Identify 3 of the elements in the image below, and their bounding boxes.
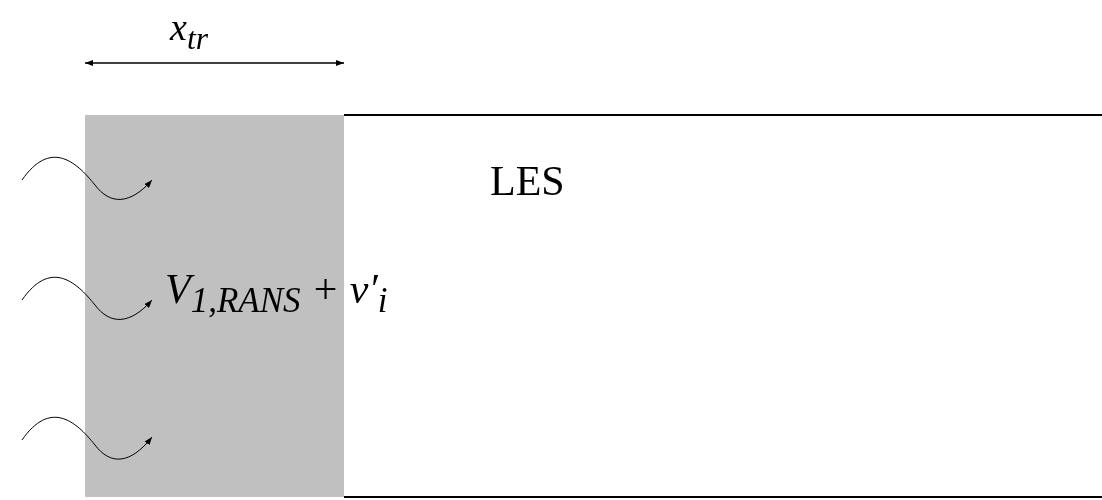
inflow-formula: V$_{1,RANS}$ + v′$_{i}$ [165,268,388,319]
dimension-label: x$_{tr}$ [170,8,208,55]
region-label: LES [490,160,565,202]
